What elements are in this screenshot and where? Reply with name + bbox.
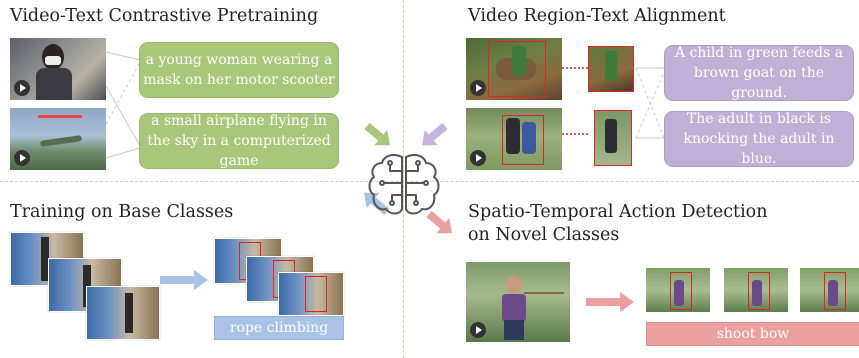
play-icon (470, 80, 486, 96)
purple-arrow (422, 122, 448, 146)
video-thumbnail-goat (466, 38, 562, 100)
output-frame-archery-2 (724, 268, 788, 312)
play-icon (470, 150, 486, 166)
pink-arrow-right (586, 292, 634, 312)
video-thumbnail-archery (466, 262, 570, 342)
novel-detection-title-line1: Spatio-Temporal Action Detection (468, 202, 768, 222)
output-frame-archery-1 (646, 268, 710, 312)
video-thumbnail-airplane (10, 108, 106, 170)
bounding-box (502, 115, 544, 165)
alignment-pairing-lines (636, 67, 664, 139)
output-frame-3 (278, 272, 344, 316)
region-crop-knocking (594, 110, 632, 166)
pink-arrow (426, 210, 452, 234)
input-frame-3 (86, 286, 160, 340)
region-crop-goat (588, 46, 634, 92)
caption-goat: A child in green feeds a brown goat on t… (664, 45, 854, 101)
caption-scooter: a young woman wearing a mask on her moto… (139, 42, 339, 98)
bounding-box (305, 276, 327, 312)
bounding-box (670, 272, 692, 310)
central-flow-arrows (364, 122, 452, 234)
video-thumbnail-knocking (466, 108, 562, 170)
contrastive-pairing-lines (106, 51, 140, 159)
output-frame-archery-3 (800, 268, 859, 312)
label-rope-climbing: rope climbing (214, 316, 344, 340)
label-shoot-bow: shoot bow (646, 322, 859, 346)
blue-arrow (364, 192, 390, 216)
play-icon (14, 80, 30, 96)
green-arrow (364, 122, 390, 146)
play-icon (470, 322, 486, 338)
brain-circuit-icon (368, 154, 440, 215)
bounding-box (824, 272, 846, 310)
bounding-box (488, 41, 546, 97)
play-icon (14, 150, 30, 166)
video-thumbnail-scooter (10, 38, 106, 100)
caption-airplane: a small airplane flying in the sky in a … (139, 113, 339, 169)
base-training-title: Training on Base Classes (10, 202, 234, 222)
region-link-lines (562, 67, 588, 135)
bounding-box (748, 272, 770, 310)
horizontal-divider (0, 181, 859, 182)
pretraining-title: Video-Text Contrastive Pretraining (10, 6, 319, 26)
vertical-divider (403, 0, 404, 358)
blue-arrow-right (160, 270, 208, 290)
caption-knocking: The adult in black is knocking the adult… (664, 111, 854, 167)
region-text-title: Video Region-Text Alignment (468, 6, 726, 26)
novel-detection-title-line2: on Novel Classes (468, 225, 620, 245)
